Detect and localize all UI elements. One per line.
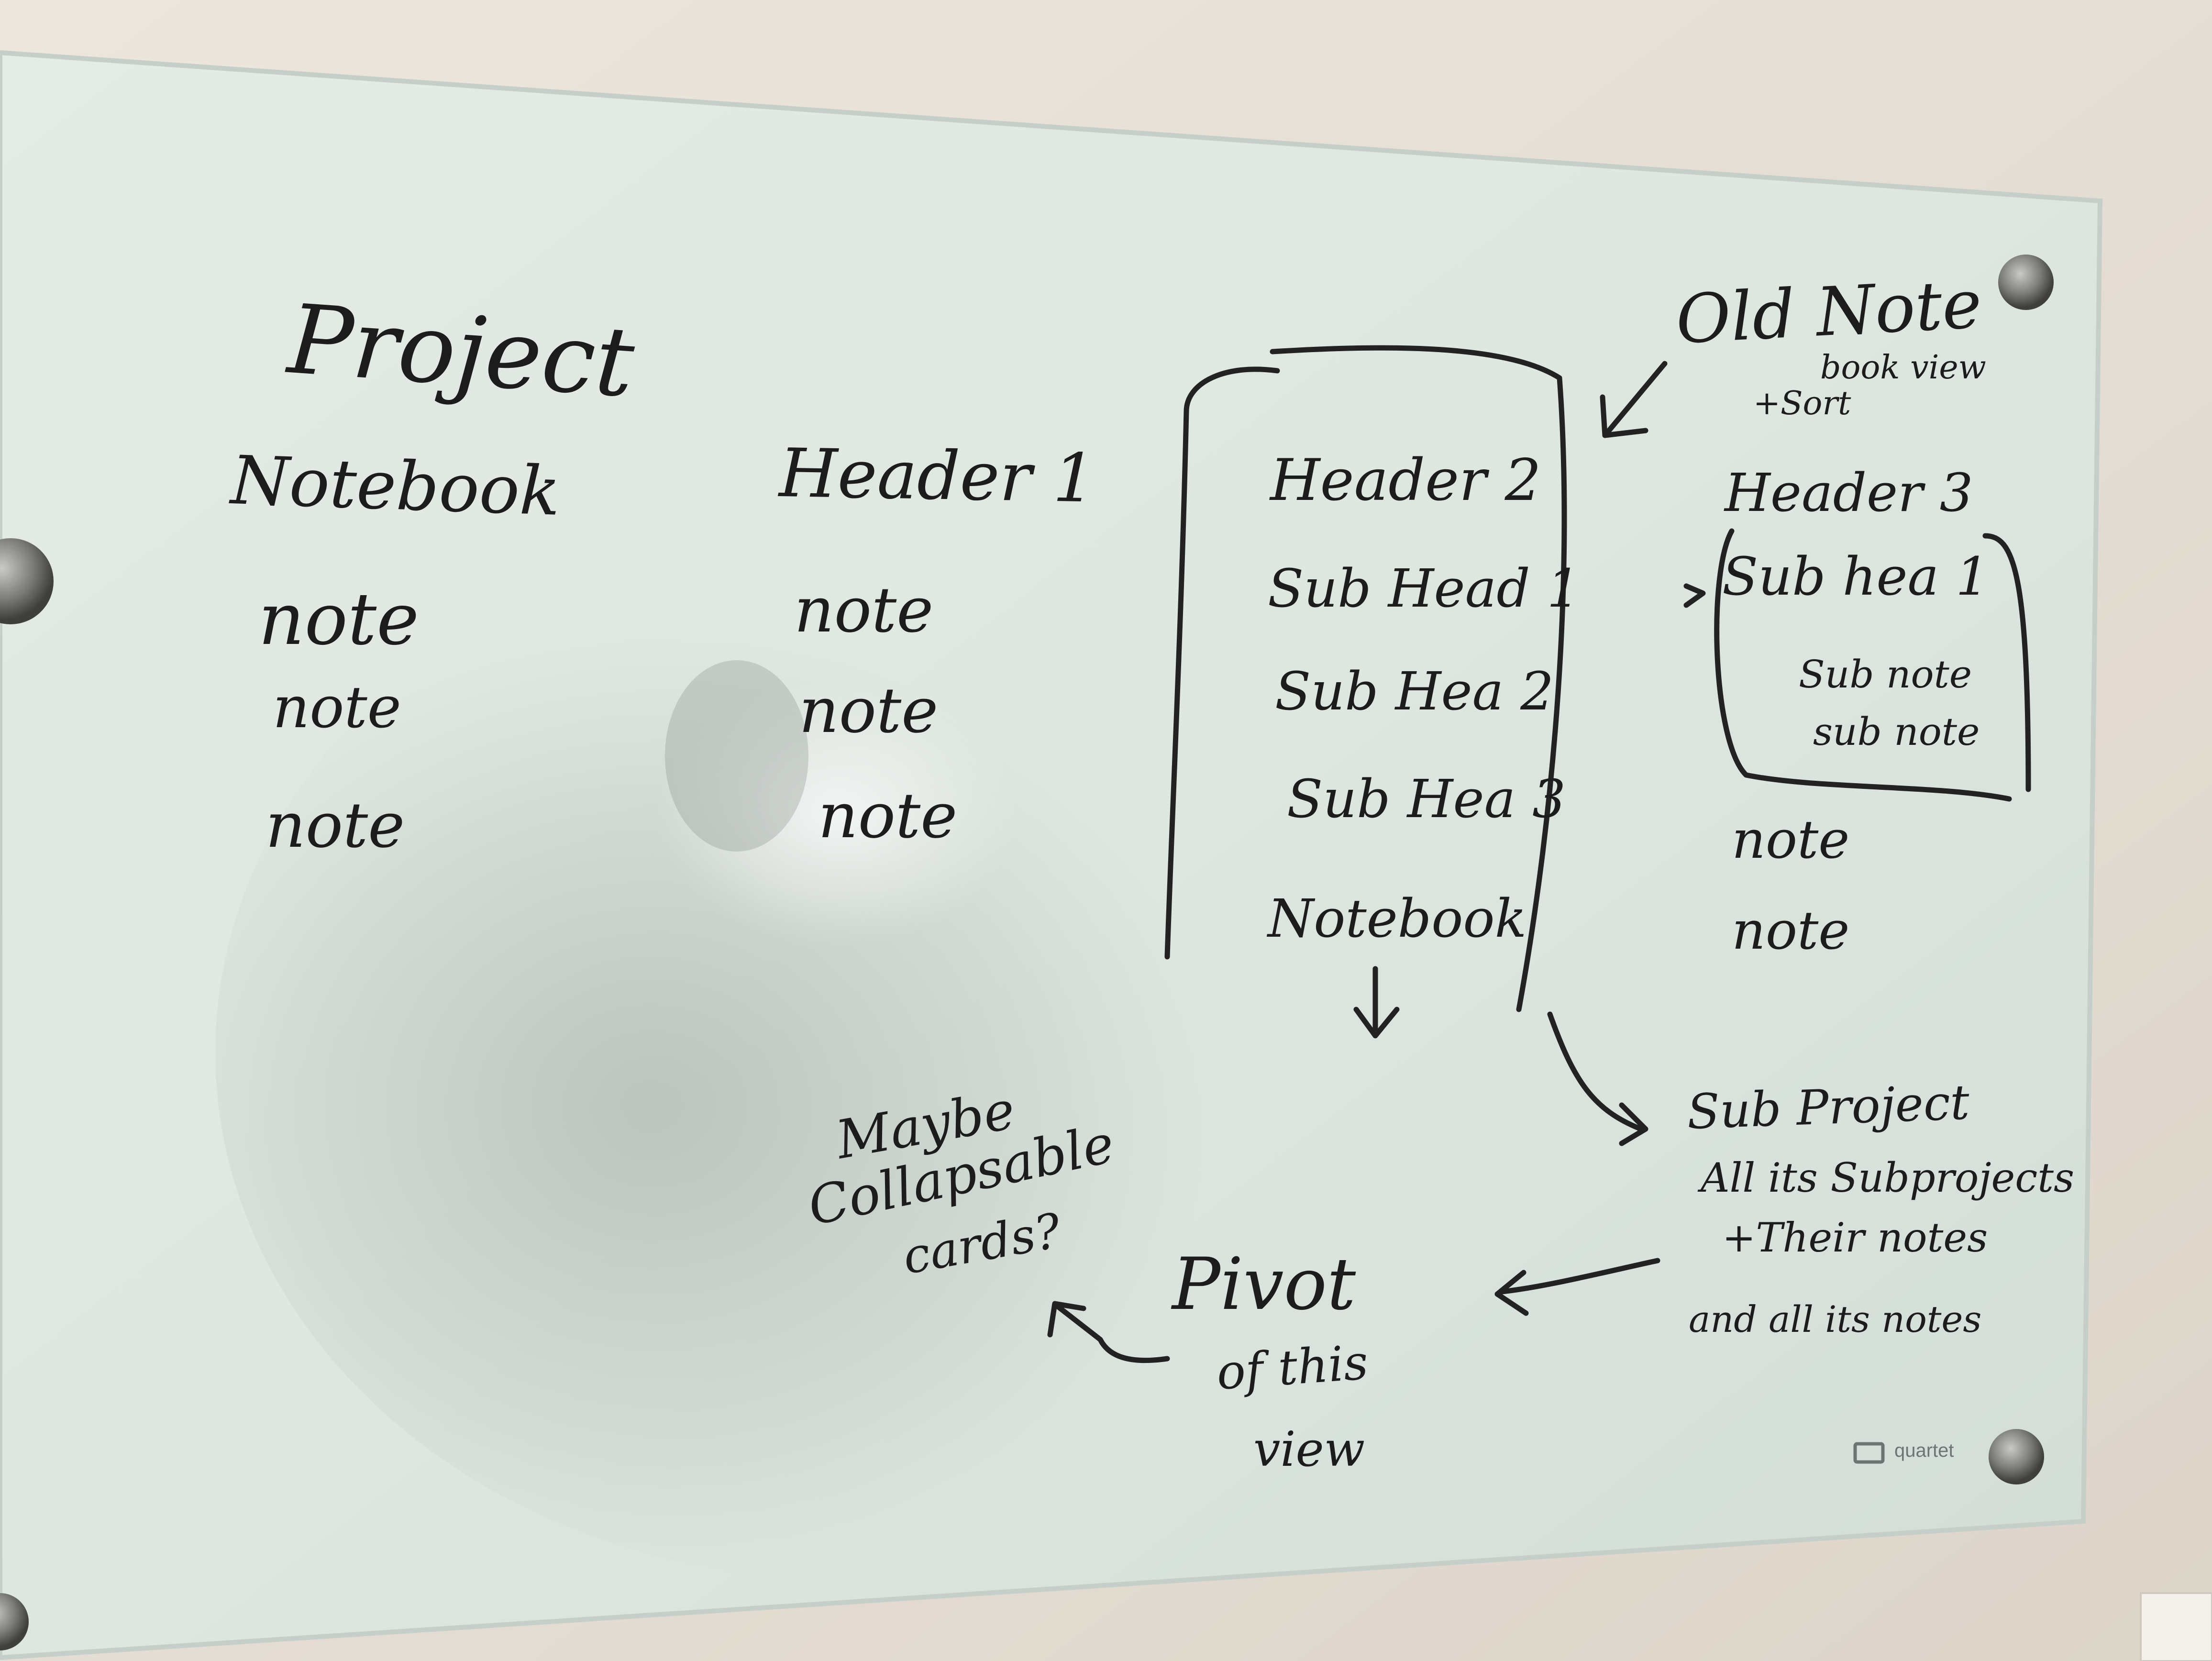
pivot-line-3: view <box>1253 1421 1365 1477</box>
col3-sub-2: Sub Hea 2 <box>1275 661 1554 722</box>
col2-header: Header 1 <box>778 434 1096 518</box>
col4-sub-note-1: Sub note <box>1799 652 1972 697</box>
col1-note-2: note <box>273 675 401 741</box>
arrowhead-subproject <box>1619 1102 1648 1146</box>
col1-note-1: note <box>258 578 419 661</box>
glare <box>655 679 1019 947</box>
col1-header: Notebook <box>229 442 562 531</box>
stud-bottom-right <box>1989 1429 2044 1484</box>
arrow-old-note <box>1602 361 1668 438</box>
col2-note-1: note <box>794 574 934 646</box>
quartet-logo-text: quartet <box>1894 1440 1954 1461</box>
col1-note-3: note <box>265 789 405 862</box>
col2-note-2: note <box>799 674 939 747</box>
stud-bottom-left <box>0 1593 29 1650</box>
arrowhead-maybe <box>1047 1301 1086 1338</box>
reflection <box>215 526 1459 1579</box>
subproject-line-4: and all its notes <box>1689 1298 1982 1340</box>
col4-sub-note-2: sub note <box>1813 709 1980 754</box>
subproject-line-2: All its Subprojects <box>1701 1154 2075 1201</box>
project-title: Project <box>284 284 638 419</box>
quartet-logo-icon <box>1853 1442 1885 1464</box>
old-note-label: Old Note <box>1674 265 1984 359</box>
col4-note-2: note <box>1732 900 1850 961</box>
col4-note-1: note <box>1732 809 1850 870</box>
pivot-line-2: of this <box>1215 1334 1370 1401</box>
col3-notebook: Notebook <box>1268 888 1527 949</box>
subproject-line-3: +Their notes <box>1722 1214 1988 1261</box>
stud-left <box>0 538 54 624</box>
subproject-title: Sub Project <box>1686 1074 1970 1140</box>
arrowhead-old-note <box>1600 394 1648 438</box>
chevron-subhea <box>1683 583 1706 608</box>
bracket-header2-left <box>1164 366 1280 960</box>
col3-sub-1: Sub Head 1 <box>1268 558 1581 619</box>
old-note-line-3: +Sort <box>1753 385 1851 422</box>
old-note-line-2: book view <box>1820 349 1986 387</box>
arrow-to-subproject <box>1547 1011 1644 1132</box>
down-arrow-head <box>1353 1007 1400 1039</box>
reflection-head <box>665 660 808 852</box>
bracket-header2-right <box>1270 345 1567 1012</box>
bracket-subhea-right <box>1982 533 2031 792</box>
pivot-title: Pivot <box>1172 1243 1356 1326</box>
col4-sub-header: Sub hea 1 <box>1722 546 1990 607</box>
arrowhead-pivot <box>1494 1270 1529 1316</box>
arrow-to-maybe <box>1054 1303 1170 1363</box>
arrow-to-pivot <box>1499 1258 1660 1295</box>
bracket-subhea-left <box>1714 528 2012 802</box>
col2-note-3: note <box>818 779 958 852</box>
col3-sub-3: Sub Hea 3 <box>1287 768 1566 830</box>
ink-strokes <box>1047 345 2031 1363</box>
col3-header: Header 2 <box>1270 447 1541 514</box>
stud-top-right <box>1998 255 2054 310</box>
light-switch <box>2140 1592 2212 1661</box>
col4-header: Header 3 <box>1725 462 1973 523</box>
